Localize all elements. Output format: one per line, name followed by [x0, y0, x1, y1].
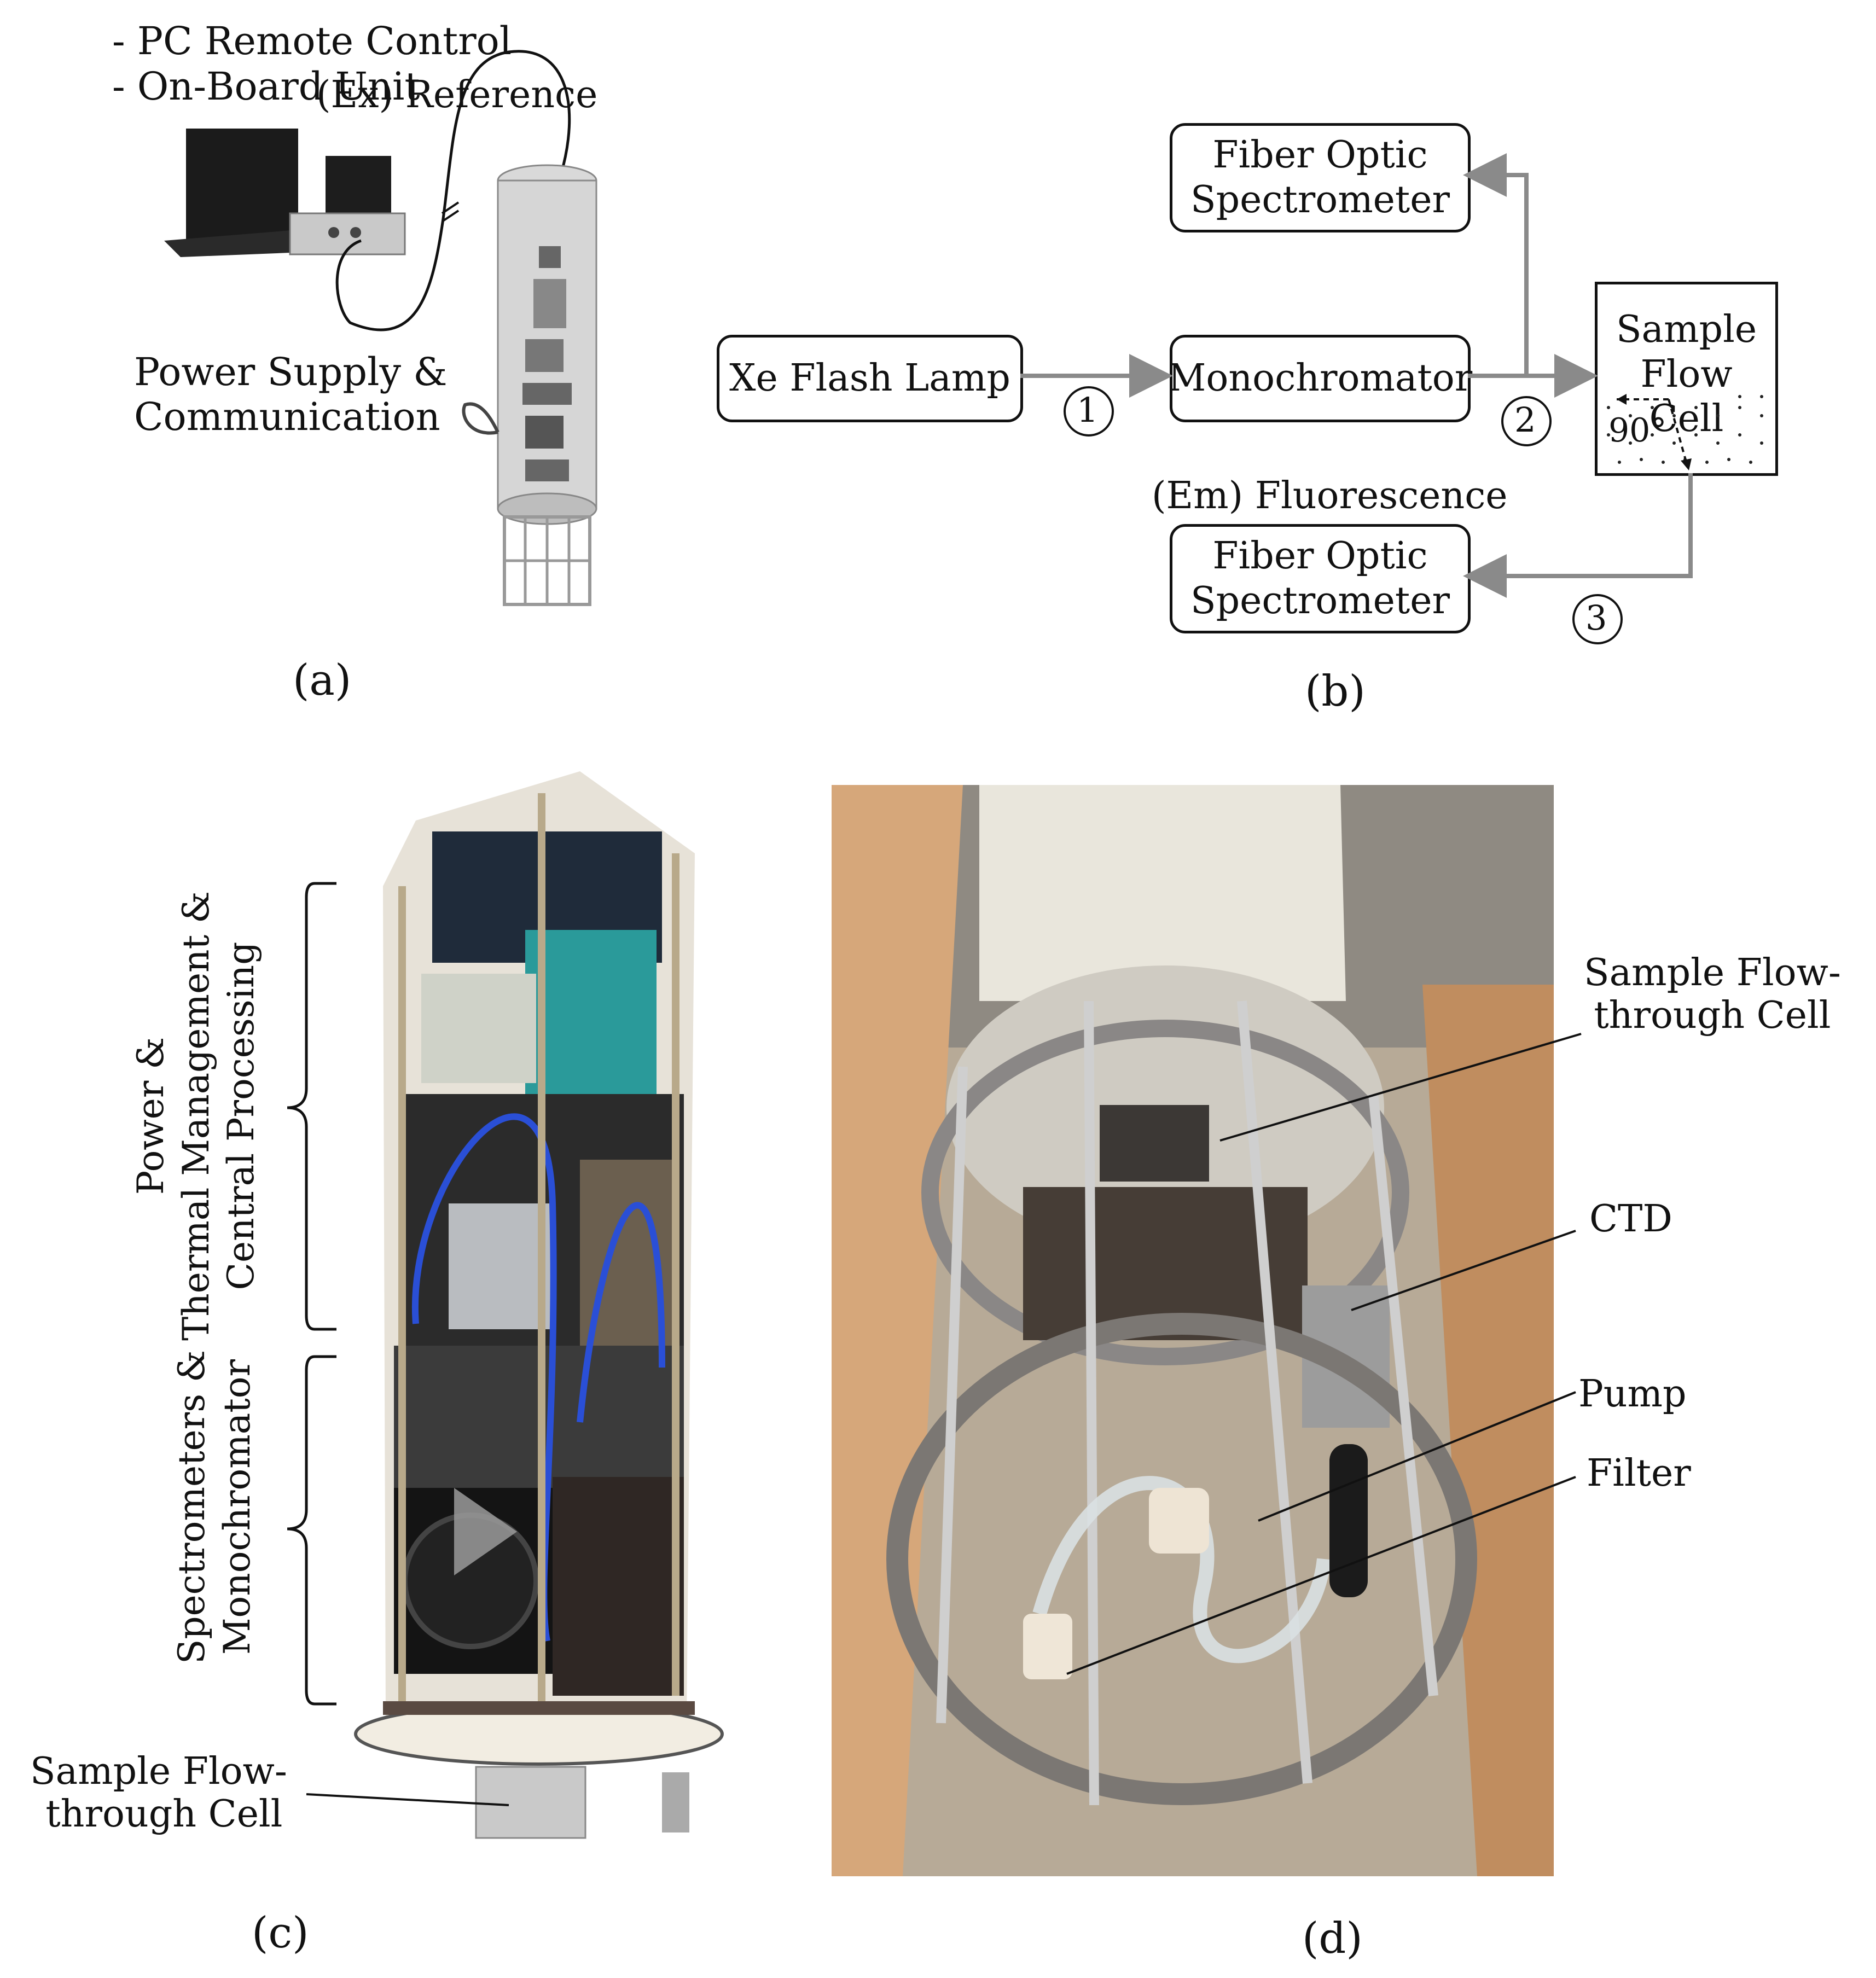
flow-cell-c-line2: through Cell — [45, 1793, 283, 1836]
label-power-supply: Power Supply & — [134, 350, 448, 394]
instrument-internals-photo — [354, 771, 724, 1839]
reference-box-line2: Spectrometer — [1190, 178, 1450, 222]
label-flow-cell-d: Sample Flow- through Cell — [1584, 951, 1841, 1038]
monochromator-label: Monochromator — [1168, 357, 1473, 400]
label-flow-cell-c: Sample Flow- through Cell — [30, 1750, 287, 1836]
step-3-circle — [1572, 594, 1623, 644]
flow-cell-leader-c — [306, 1793, 509, 1806]
ctd-leader — [1351, 1230, 1576, 1311]
flow-cell-d-line1: Sample Flow- — [1584, 951, 1841, 994]
deployed-probe-photo — [832, 785, 1554, 1876]
sample-flow-cell-box: Sample Flow Cell 90° — [1595, 282, 1778, 476]
flow-cell-leader-d — [1219, 1033, 1582, 1142]
angle-label: 90° — [1608, 411, 1667, 450]
xe-flash-lamp-label: Xe Flash Lamp — [729, 357, 1010, 400]
label-on-board-unit: - On-Board Unit — [112, 64, 420, 109]
label-em-fluorescence: (Em) Fluorescence — [1152, 474, 1508, 517]
label-pump: Pump — [1578, 1372, 1687, 1416]
flow-cell-c-line1: Sample Flow- — [30, 1750, 287, 1793]
pump-leader — [1258, 1391, 1576, 1522]
caption-d: (d) — [1302, 1914, 1363, 1963]
step-2-circle — [1501, 396, 1552, 446]
step-1-circle — [1064, 386, 1114, 437]
on-board-unit-illustration — [289, 156, 406, 255]
step-3-label: 3 — [1585, 598, 1607, 638]
lower-bracket — [287, 1355, 336, 1706]
step-1-label: 1 — [1077, 390, 1099, 430]
label-filter: Filter — [1587, 1452, 1691, 1495]
label-ctd: CTD — [1589, 1197, 1672, 1241]
filter-leader — [1066, 1476, 1576, 1675]
flow-cell-dots — [1607, 395, 1763, 464]
label-ex-reference: (Ex) Reference — [316, 73, 598, 117]
fluorescence-box-line2: Spectrometer — [1190, 579, 1450, 623]
xe-flash-lamp-box: Xe Flash Lamp — [717, 335, 1023, 422]
probe-cylinder-illustration — [462, 164, 597, 606]
step-2-label: 2 — [1514, 400, 1536, 440]
flow-cell-line2: Flow Cell — [1640, 352, 1733, 441]
caption-a: (a) — [293, 656, 352, 705]
laptop-illustration — [164, 129, 317, 257]
monochromator-box: Monochromator — [1168, 335, 1473, 422]
upper-bracket — [287, 882, 336, 1331]
flow-cell-line1: Sample — [1616, 308, 1757, 351]
label-communication: Communication — [134, 394, 440, 439]
label-pc-remote-control: - PC Remote Control — [112, 19, 512, 63]
fluorescence-box-line1: Fiber Optic — [1212, 534, 1428, 578]
flow-cell-d-line2: through Cell — [1594, 994, 1831, 1038]
caption-c: (c) — [252, 1909, 309, 1958]
reference-box-line1: Fiber Optic — [1212, 133, 1428, 177]
caption-b: (b) — [1305, 667, 1366, 716]
